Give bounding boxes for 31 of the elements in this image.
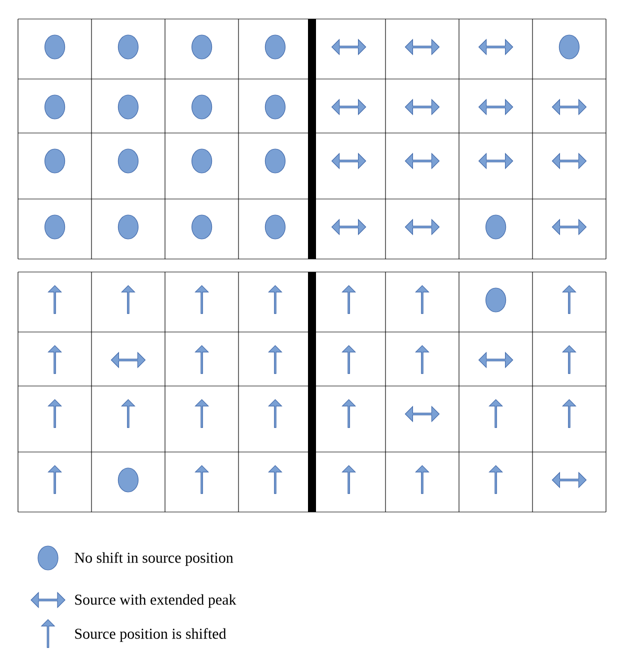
ellipse-icon xyxy=(118,468,138,492)
ellipse-icon xyxy=(558,34,580,60)
ellipse-icon xyxy=(192,214,212,240)
double-arrow-icon xyxy=(331,218,366,236)
ellipse-icon xyxy=(264,34,286,60)
legend-text: Source position is shifted xyxy=(75,628,226,642)
double-arrow-icon xyxy=(478,38,514,56)
legend-text: Source with extended peak xyxy=(75,594,236,608)
ellipse-icon xyxy=(486,214,506,240)
ellipse-icon xyxy=(264,214,286,240)
ellipse-icon xyxy=(118,148,138,174)
ellipse-icon xyxy=(44,214,66,240)
ellipse-icon xyxy=(486,288,506,312)
ellipse-icon xyxy=(118,214,138,240)
double-arrow-icon xyxy=(331,98,366,116)
ellipse-icon xyxy=(192,94,212,120)
ellipse-icon xyxy=(264,148,286,174)
ellipse-icon xyxy=(192,34,212,60)
ellipse-icon xyxy=(118,34,138,60)
ellipse-icon xyxy=(192,148,212,174)
ellipse-icon xyxy=(44,94,66,120)
ellipse-icon xyxy=(118,94,138,120)
legend-text: No shift in source position xyxy=(74,552,234,566)
ellipse-icon xyxy=(44,34,66,60)
double-arrow-icon xyxy=(478,98,514,116)
double-arrow-icon xyxy=(331,152,366,170)
double-arrow-icon xyxy=(331,38,366,56)
double-arrow-icon xyxy=(478,152,514,170)
ellipse-icon xyxy=(44,148,66,174)
double-arrow-icon xyxy=(478,352,514,368)
ellipse-icon xyxy=(264,94,286,120)
